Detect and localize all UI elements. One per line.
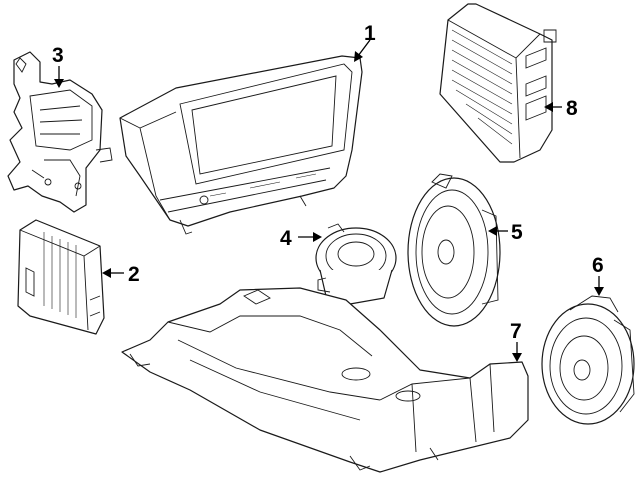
callout-7: 7 bbox=[510, 320, 522, 362]
callout-label-2: 2 bbox=[128, 263, 140, 286]
part-7-subwoofer-enclosure[interactable] bbox=[121, 287, 529, 473]
callout-6: 6 bbox=[592, 254, 604, 296]
part-3-bracket-module[interactable] bbox=[7, 51, 113, 213]
callout-label-3: 3 bbox=[52, 44, 64, 67]
callout-label-6: 6 bbox=[592, 254, 604, 277]
callout-label-7: 7 bbox=[510, 320, 522, 343]
part-1-display-unit[interactable] bbox=[119, 55, 363, 235]
callout-label-1: 1 bbox=[364, 22, 376, 45]
callout-2: 2 bbox=[102, 263, 140, 286]
part-6-right-speaker[interactable] bbox=[541, 295, 635, 425]
part-4-small-speaker[interactable] bbox=[315, 223, 397, 305]
callout-label-8: 8 bbox=[566, 97, 578, 120]
callout-label-5: 5 bbox=[511, 221, 523, 244]
callout-5: 5 bbox=[488, 221, 523, 244]
part-8-amplifier[interactable] bbox=[439, 3, 557, 163]
callout-1: 1 bbox=[354, 22, 376, 62]
callout-3: 3 bbox=[52, 44, 64, 88]
part-5-door-speaker[interactable] bbox=[407, 173, 501, 327]
callout-8: 8 bbox=[544, 97, 578, 120]
callout-4: 4 bbox=[280, 227, 322, 250]
part-2-control-module[interactable] bbox=[17, 219, 105, 335]
callout-label-4: 4 bbox=[280, 227, 292, 250]
